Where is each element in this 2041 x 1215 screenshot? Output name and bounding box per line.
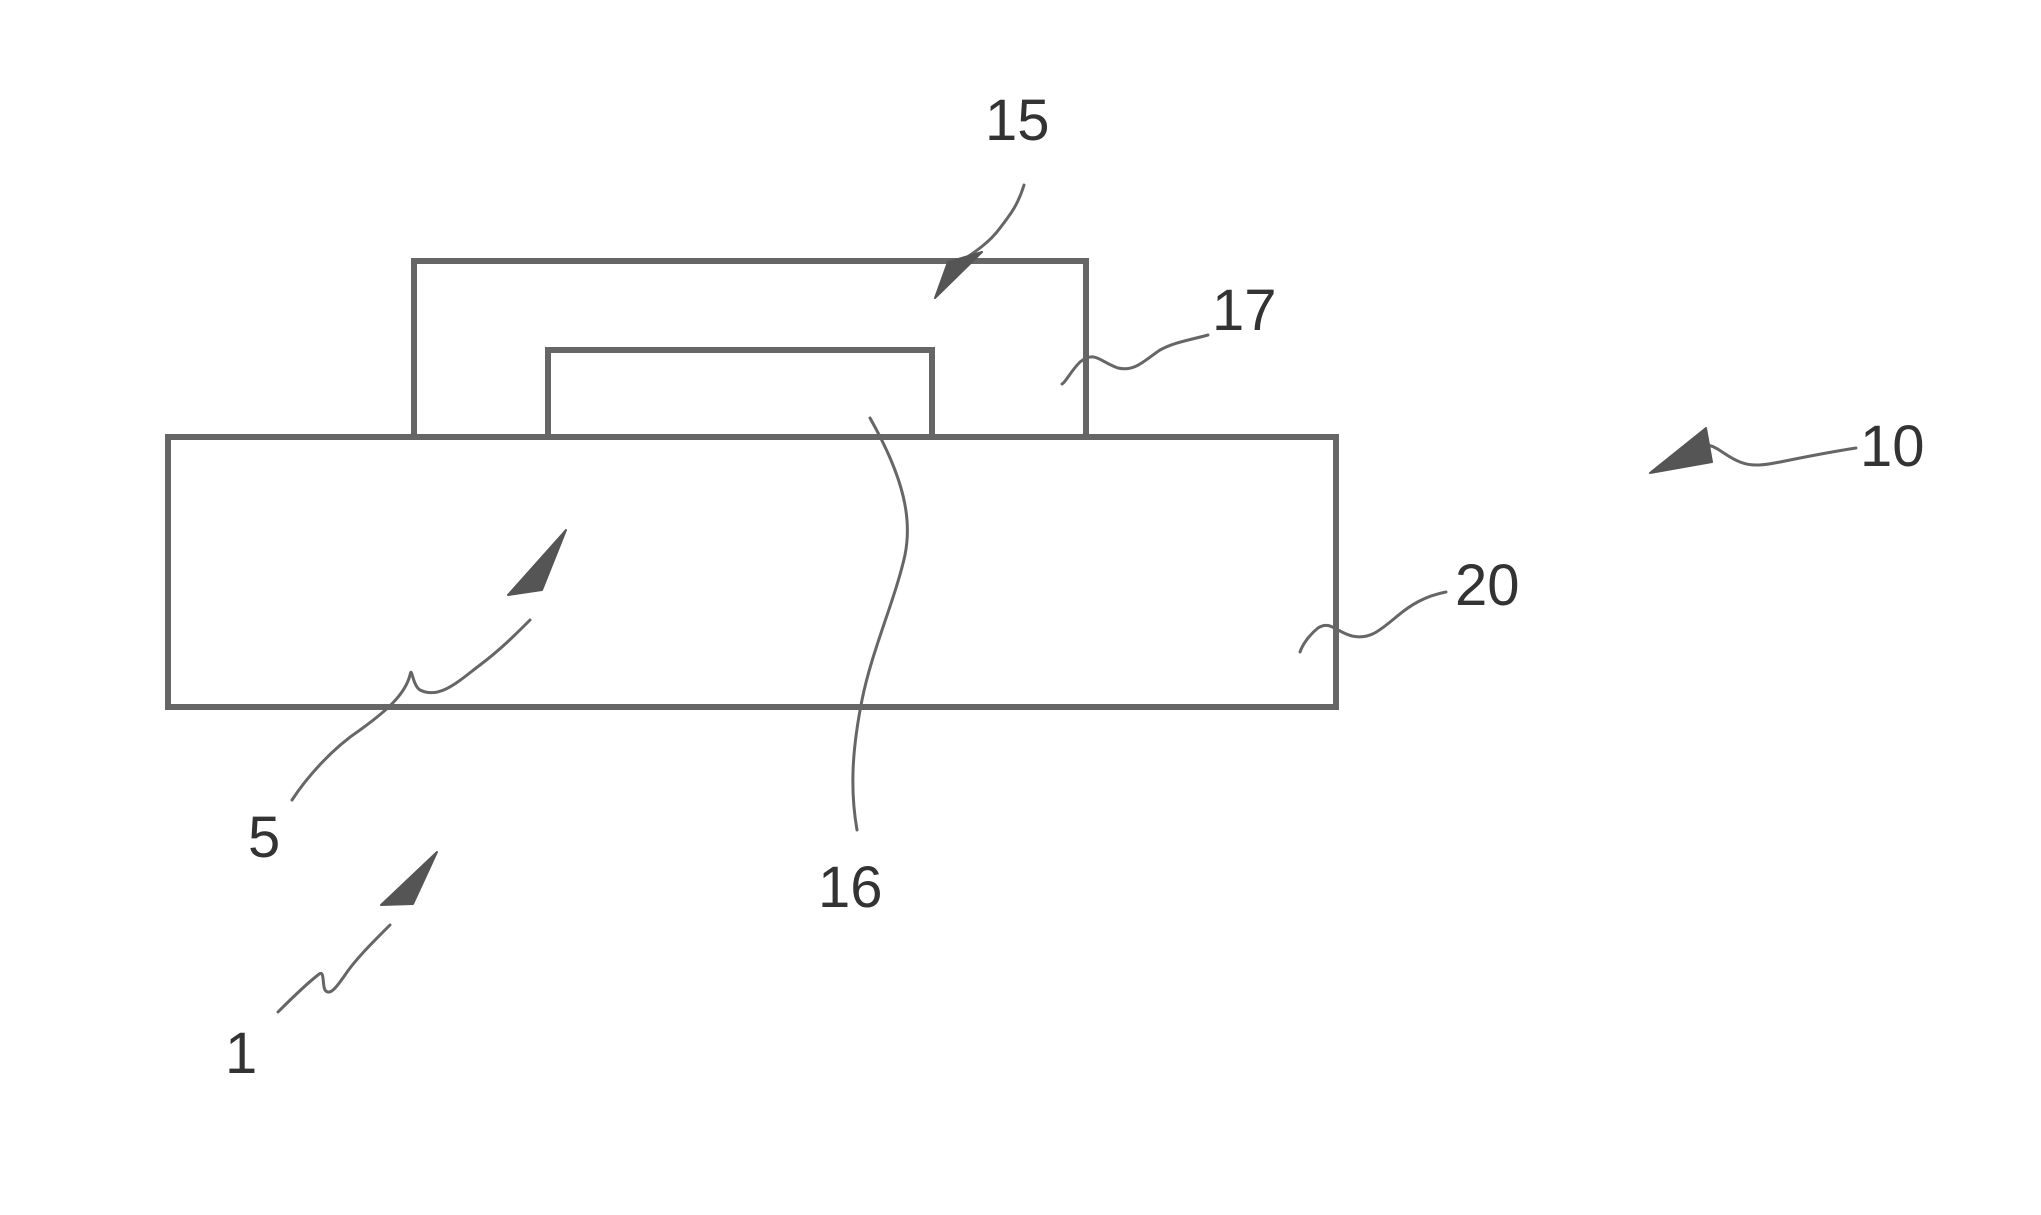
leader-line-1 [278, 925, 390, 1012]
arrowhead-5-icon [508, 530, 566, 595]
label-1: 1 [225, 1021, 257, 1086]
label-20: 20 [1455, 553, 1520, 618]
label-5: 5 [248, 805, 280, 870]
label-15: 15 [985, 88, 1050, 153]
label-16: 16 [818, 855, 883, 920]
leader-line-15 [960, 185, 1024, 262]
leader-line-16 [853, 418, 908, 830]
leader-line-10 [1708, 445, 1856, 465]
label-17: 17 [1212, 278, 1277, 343]
label-10: 10 [1860, 414, 1925, 479]
arrowhead-1-icon [381, 852, 437, 905]
arrowhead-10-icon [1650, 428, 1712, 473]
base-layer-20 [168, 437, 1336, 707]
leader-line-20 [1300, 592, 1446, 652]
